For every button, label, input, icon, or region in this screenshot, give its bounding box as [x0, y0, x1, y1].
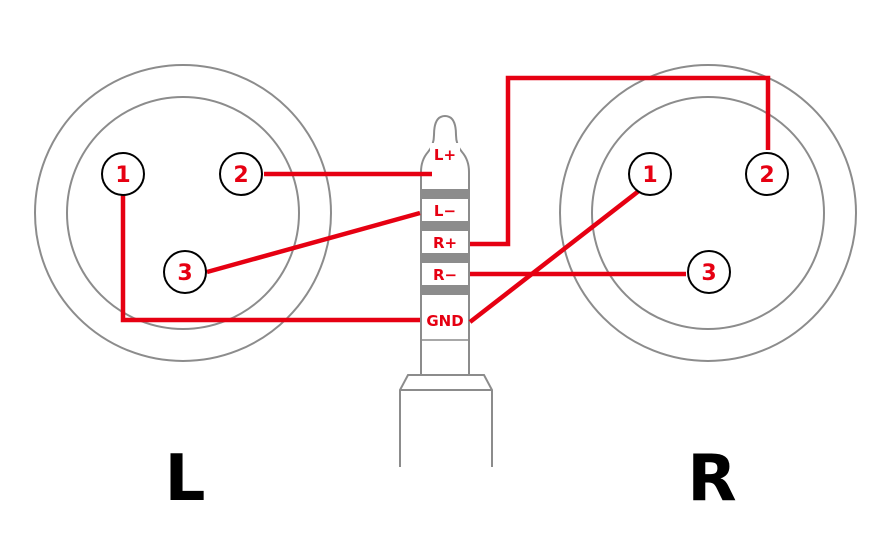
plug-ring-lminus: L−	[430, 201, 460, 220]
right-pin-1: 1	[628, 152, 672, 196]
pin-label: 1	[115, 163, 130, 188]
ring-label-bg	[426, 310, 464, 330]
pin-label: 2	[759, 163, 774, 188]
pin-circle	[745, 152, 789, 196]
ring-label: L+	[434, 146, 456, 164]
wire-right-pin2-to-rplus	[470, 75, 771, 247]
left-connector-inner-ring	[66, 96, 300, 330]
plug-insulator-band	[421, 221, 469, 231]
trs-plug	[399, 114, 493, 467]
right-xlr-connector	[559, 64, 857, 362]
left-pin-2: 2	[219, 152, 263, 196]
left-pin-3: 3	[163, 250, 207, 294]
plug-barrel	[399, 374, 493, 467]
left-xlr-connector	[34, 64, 332, 362]
wire-right-pin1-to-gnd	[468, 188, 642, 324]
left-pin-1: 1	[101, 152, 145, 196]
ring-label: R−	[433, 266, 457, 284]
pin-circle	[628, 152, 672, 196]
plug-ring-rminus: R−	[430, 265, 460, 284]
pin-circle	[163, 250, 207, 294]
pin-circle	[101, 152, 145, 196]
ring-label-bg	[430, 201, 460, 220]
pin-circle	[219, 152, 263, 196]
wire-left-pin1-to-gnd	[120, 194, 420, 323]
pin-circle	[687, 250, 731, 294]
right-connector-inner-ring	[591, 96, 825, 330]
wires	[120, 75, 771, 324]
ring-label-bg	[430, 265, 460, 284]
ring-label: GND	[426, 312, 463, 330]
plug-ring-lplus: L+	[430, 143, 460, 165]
right-channel-label: R	[687, 442, 736, 516]
right-pin-2: 2	[745, 152, 789, 196]
right-connector-outer-ring	[559, 64, 857, 362]
plug-ring-rplus: R+	[430, 233, 460, 252]
right-pin-3: 3	[687, 250, 731, 294]
pin-label: 3	[177, 261, 192, 286]
left-channel-label: L	[165, 442, 206, 516]
ring-label-bg	[430, 143, 460, 165]
ring-label: L−	[434, 202, 456, 220]
left-connector-outer-ring	[34, 64, 332, 362]
pin-label: 2	[233, 163, 248, 188]
ring-label: R+	[433, 234, 457, 252]
pin-label: 1	[642, 163, 657, 188]
wire-left-pin3-to-lminus	[206, 210, 421, 275]
plug-insulator-band	[421, 253, 469, 263]
plug-ring-gnd: GND	[426, 310, 464, 330]
ring-label-bg	[430, 233, 460, 252]
plug-insulator-band	[421, 189, 469, 199]
plug-insulator-band	[421, 285, 469, 295]
pin-label: 3	[701, 261, 716, 286]
